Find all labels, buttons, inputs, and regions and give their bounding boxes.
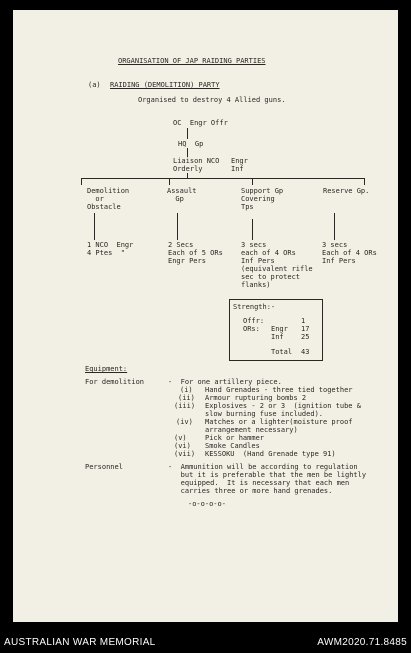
group-demolition-detail: 1 NCO Engr 4 Ptes " <box>87 241 134 257</box>
section-label: (a) <box>88 81 101 89</box>
org-top-node: OC Engr Offr <box>173 119 228 127</box>
equipment-item-text: Armour rupturing bombs 2 <box>205 394 307 402</box>
group-assault: Assault Gp <box>167 187 197 203</box>
equipment-item-text: Explosives - 2 or 3 (ignition tube & slo… <box>205 402 361 418</box>
strength-offr-label: Offr: <box>243 317 265 325</box>
org-connector <box>177 213 178 240</box>
strength-total-label: Total <box>271 348 293 356</box>
group-reserve-detail: 3 secs Each of 4 ORs Inf Pers <box>322 241 377 265</box>
strength-inf-value: 25 <box>301 333 310 341</box>
equipment-item-num: (ii) <box>178 394 195 402</box>
section-title: RAIDING (DEMOLITION) PARTY <box>110 81 220 89</box>
equipment-item-num: (vi) <box>174 442 191 450</box>
equipment-item-text: Matches or a lighter(moisture proof arra… <box>205 418 353 434</box>
equipment-item-num: (iii) <box>174 402 196 410</box>
equipment-item-text: Hand Grenades - three tied together <box>205 386 353 394</box>
footer-bar: AUSTRALIAN WAR MEMORIAL AWM2020.71.8485 <box>0 631 411 653</box>
group-support-detail: 3 secs each of 4 ORs Inf Pers (equivalen… <box>241 241 313 289</box>
footer-accession-number: AWM2020.71.8485 <box>317 637 407 648</box>
equipment-item-text: KESSOKU (Hand Grenade type 91) <box>205 450 336 458</box>
demolition-label: For demolition <box>85 378 145 386</box>
org-connector <box>187 148 188 157</box>
org-connector <box>364 178 365 185</box>
org-branch-line <box>81 178 364 179</box>
strength-box <box>229 299 323 361</box>
org-connector <box>187 173 188 178</box>
org-connector <box>169 178 170 185</box>
strength-total-value: 43 <box>301 348 310 356</box>
section-subtitle: Organised to destroy 4 Allied guns. <box>138 96 286 104</box>
equipment-item-text: Smoke Candles <box>205 442 260 450</box>
org-connector <box>187 128 188 139</box>
document-page: ORGANISATION OF JAP RAIDING PARTIES (a) … <box>13 10 398 622</box>
group-support: Support Gp Covering Tps <box>241 187 284 211</box>
equipment-item-num: (v) <box>174 434 187 442</box>
personnel-label: Personnel <box>85 463 123 471</box>
strength-offr-value: 1 <box>301 317 306 325</box>
document-title: ORGANISATION OF JAP RAIDING PARTIES <box>118 57 266 65</box>
org-liaison-right: Engr Inf <box>231 157 248 173</box>
equipment-item-num: (vii) <box>174 450 196 458</box>
group-assault-detail: 2 Secs Each of 5 ORs Engr Pers <box>168 241 223 265</box>
equipment-heading: Equipment: <box>85 365 128 373</box>
org-liaison-left: Liaison NCO Orderly <box>173 157 220 173</box>
strength-ors-label: ORs: <box>243 325 260 333</box>
strength-inf-label: Inf <box>271 333 284 341</box>
org-connector <box>94 213 95 240</box>
demolition-intro: - For one artillery piece. <box>168 378 282 386</box>
org-connector <box>334 213 335 240</box>
group-demolition: Demolition or Obstacle <box>87 187 130 211</box>
personnel-text: - Ammunition will be according to regula… <box>168 463 367 495</box>
strength-heading: Strength:- <box>233 303 276 311</box>
org-connector <box>252 219 253 240</box>
org-hq-node: HQ Gp <box>178 140 204 148</box>
equipment-item-text: Pick or hammer <box>205 434 265 442</box>
group-reserve: Reserve Gp. <box>323 187 370 195</box>
equipment-item-num: (i) <box>180 386 193 394</box>
equipment-item-num: (iv) <box>176 418 193 426</box>
org-connector <box>252 178 253 185</box>
strength-engr-label: Engr <box>271 325 288 333</box>
org-connector <box>81 178 82 185</box>
strength-engr-value: 17 <box>301 325 310 333</box>
end-mark: -o-o-o-o- <box>188 500 226 508</box>
footer-source: AUSTRALIAN WAR MEMORIAL <box>4 637 156 648</box>
